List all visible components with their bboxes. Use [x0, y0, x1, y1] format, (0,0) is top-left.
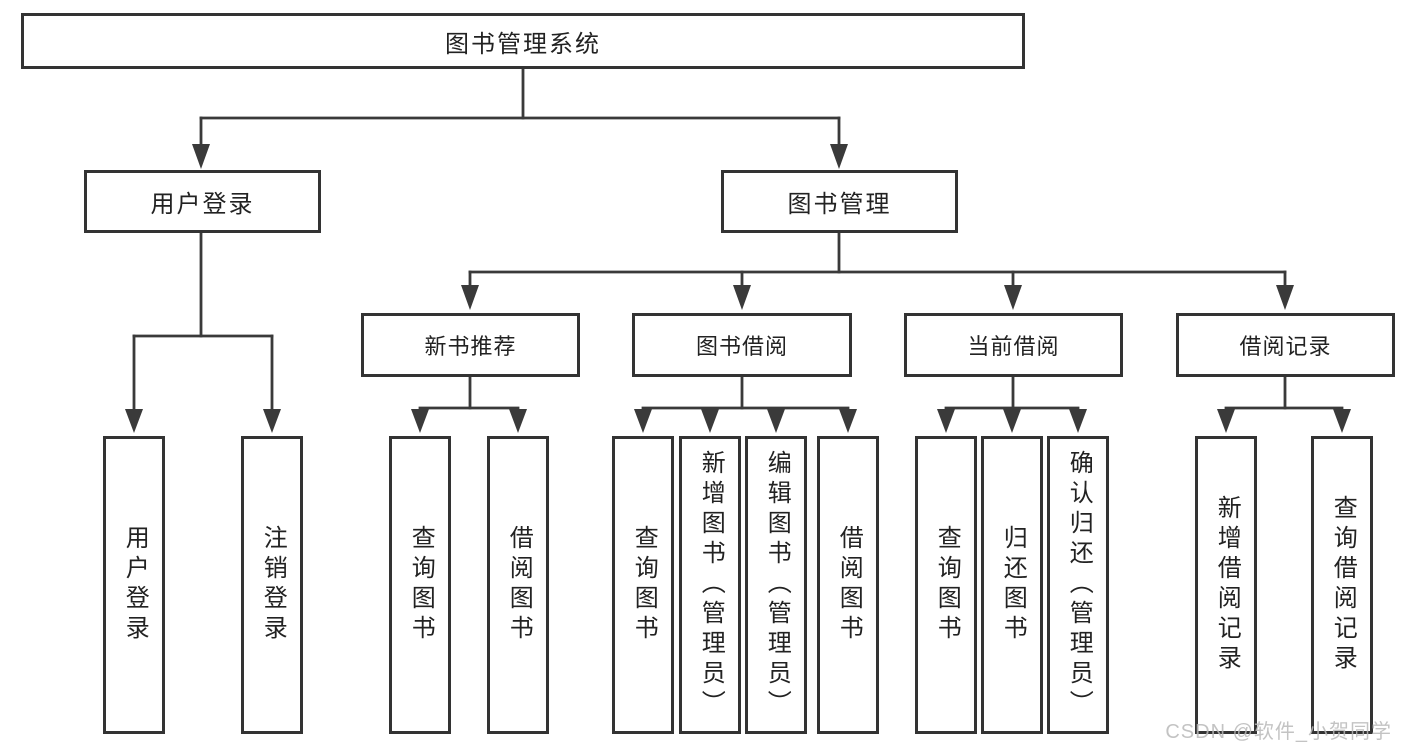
leaf-logout-label: 注销登录 [259, 525, 287, 645]
leaf-borrow-books: 借阅图书 [817, 436, 879, 734]
leaf-user-login-label: 用户登录 [121, 525, 149, 645]
leaf-query-books-label: 查询图书 [630, 525, 658, 645]
leaf-query-borrow-record-label: 查询借阅记录 [1329, 495, 1357, 675]
node-book-borrow: 图书借阅 [632, 313, 852, 377]
leaf-query-books: 查询图书 [915, 436, 977, 734]
leaf-borrow-books-label: 借阅图书 [505, 525, 533, 645]
leaf-query-borrow-record: 查询借阅记录 [1311, 436, 1373, 734]
leaf-query-books: 查询图书 [612, 436, 674, 734]
node-user-login-label: 用户登录 [150, 191, 255, 218]
leaf-edit-book-admin: 编辑图书（管理员） [745, 436, 807, 734]
node-library-system: 图书管理系统 [21, 13, 1025, 69]
leaf-add-book-admin: 新增图书（管理员） [679, 436, 741, 734]
node-book-borrow-label: 图书借阅 [695, 334, 788, 359]
leaf-logout: 注销登录 [241, 436, 303, 734]
leaf-query-books: 查询图书 [389, 436, 451, 734]
leaf-query-books-label: 查询图书 [933, 525, 961, 645]
node-book-management-label: 图书管理 [787, 191, 892, 218]
leaf-add-book-admin-label: 新增图书（管理员） [697, 450, 725, 720]
leaf-return-book: 归还图书 [981, 436, 1043, 734]
leaf-borrow-books-label: 借阅图书 [835, 525, 863, 645]
leaf-user-login: 用户登录 [103, 436, 165, 734]
node-borrow-records: 借阅记录 [1176, 313, 1395, 377]
leaf-confirm-return-admin: 确认归还（管理员） [1047, 436, 1109, 734]
node-new-book-recommend: 新书推荐 [361, 313, 580, 377]
node-current-borrow: 当前借阅 [904, 313, 1123, 377]
leaf-add-borrow-record: 新增借阅记录 [1195, 436, 1257, 734]
node-book-management: 图书管理 [721, 170, 958, 233]
node-new-book-recommend-label: 新书推荐 [424, 334, 517, 359]
node-borrow-records-label: 借阅记录 [1239, 334, 1332, 359]
leaf-borrow-books: 借阅图书 [487, 436, 549, 734]
leaf-confirm-return-admin-label: 确认归还（管理员） [1065, 450, 1093, 720]
csdn-watermark: CSDN @软件_小贺同学 [1165, 721, 1392, 743]
node-library-system-label: 图书管理系统 [445, 30, 601, 58]
node-user-login: 用户登录 [84, 170, 321, 233]
leaf-edit-book-admin-label: 编辑图书（管理员） [763, 450, 791, 720]
node-current-borrow-label: 当前借阅 [967, 334, 1060, 359]
leaf-add-borrow-record-label: 新增借阅记录 [1213, 495, 1241, 675]
leaf-return-book-label: 归还图书 [999, 525, 1027, 645]
leaf-query-books-label: 查询图书 [407, 525, 435, 645]
